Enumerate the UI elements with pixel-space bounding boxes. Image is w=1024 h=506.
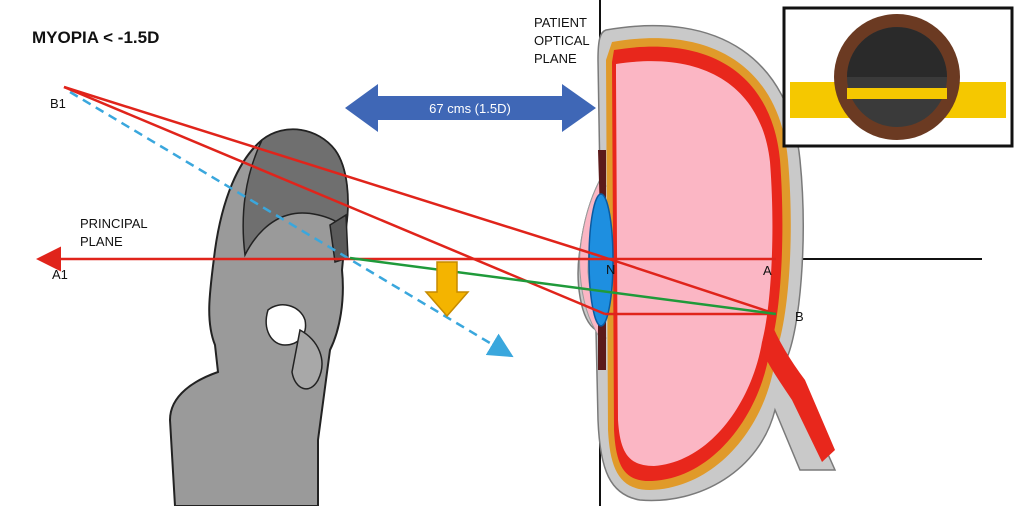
principal-plane-label-2: PLANE [80, 234, 123, 249]
eye-cross-section [577, 24, 837, 502]
principal-plane-label-1: PRINCIPAL [80, 216, 148, 231]
label-n: N [606, 262, 615, 277]
patient-optical-plane-label-1: PATIENT [534, 15, 587, 30]
ray-b1-to-lens-bottom [63, 85, 606, 316]
green-ray [349, 256, 777, 316]
ray-n-to-b [599, 254, 777, 316]
eye-vitreous [616, 61, 773, 466]
label-a1: A1 [52, 267, 68, 282]
patient-optical-plane-label-2: OPTICAL [534, 33, 590, 48]
ray-b1-to-n [63, 85, 601, 258]
dashed-ray [69, 90, 514, 358]
distance-label: 67 cms (1.5D) [429, 101, 511, 116]
retinal-reflex-inset [782, 6, 1014, 148]
patient-optical-plane-label-3: PLANE [534, 51, 577, 66]
down-arrow-icon [424, 261, 470, 318]
label-b: B [795, 309, 804, 324]
optic-nerve [762, 320, 835, 462]
diagram-title: MYOPIA < -1.5D [32, 28, 159, 47]
label-a: A [763, 263, 772, 278]
distance-arrow: 67 cms (1.5D) [345, 84, 596, 132]
red-rays [36, 85, 777, 316]
label-b1: B1 [50, 96, 66, 111]
examiner-head-icon [168, 128, 349, 506]
reflex-streak [847, 88, 947, 99]
